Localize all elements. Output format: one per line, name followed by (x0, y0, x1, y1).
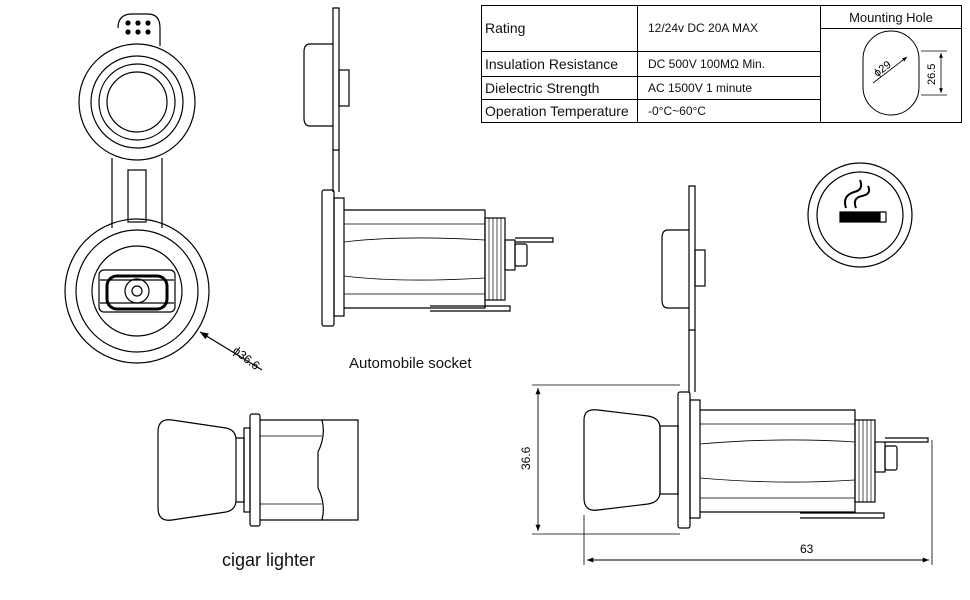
spec-label-dielectric: Dielectric Strength (481, 76, 638, 100)
mounting-hole-diagram: ϕ29 26.5 (862, 30, 947, 116)
spec-value-temperature: -0°C~60°C (637, 99, 821, 123)
spec-value-insulation: DC 500V 100MΩ Min. (637, 50, 821, 78)
caption-cigar-lighter: cigar lighter (222, 550, 316, 570)
socket-side-view (303, 7, 554, 327)
caption-automobile-socket: Automobile socket (349, 355, 472, 372)
spec-value-dielectric: AC 1500V 1 minute (637, 76, 821, 100)
front-diameter-label: ϕ36.6 (230, 343, 263, 373)
cigar-lighter-drawing (157, 413, 359, 527)
mounting-hole-diameter: ϕ29 (872, 59, 894, 80)
mounting-hole-height: 26.5 (926, 64, 938, 85)
spec-table: Rating 12/24v DC 20A MAX Mounting Hole ϕ (481, 5, 962, 123)
mounting-hole-title: Mounting Hole (820, 5, 962, 29)
assembly-height-label: 36.6 (519, 446, 533, 470)
spec-label-insulation: Insulation Resistance (481, 50, 638, 78)
assembly-side-view (532, 185, 933, 565)
no-smoking-cigarette-icon (807, 162, 913, 268)
spec-label-rating: Rating (481, 5, 638, 52)
mounting-hole-cell: ϕ29 26.5 (820, 28, 962, 123)
socket-front-view (64, 13, 263, 371)
assembly-length-label: 63 (800, 542, 814, 556)
spec-label-temperature: Operation Temperature (481, 99, 638, 123)
spec-value-rating: 12/24v DC 20A MAX (637, 5, 821, 52)
